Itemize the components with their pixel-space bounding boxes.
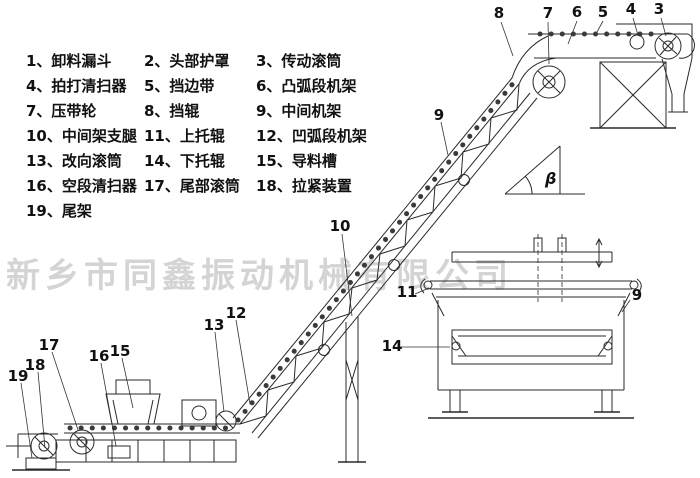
angle-indicator: β xyxy=(504,145,585,195)
head-frame xyxy=(590,61,676,129)
legend-item: 11、上托辊 xyxy=(144,127,225,145)
legend-item: 7、压带轮 xyxy=(26,102,97,120)
callout-13: 13 xyxy=(204,316,225,334)
callout-17: 17 xyxy=(39,336,60,354)
support-leg xyxy=(338,317,366,463)
return-roller-icon xyxy=(318,344,330,356)
parts-legend: 1、卸料漏斗 2、头部护罩 3、传动滚筒 4、拍打清扫器 5、挡边带 6、凸弧段… xyxy=(26,50,390,222)
callout-12: 12 xyxy=(226,304,247,322)
legend-item: 10、中间架支腿 xyxy=(26,127,137,145)
head-section xyxy=(511,23,695,129)
head-guard-outline xyxy=(616,23,693,58)
beater-cleaner-icon xyxy=(629,34,645,50)
return-roller-icon xyxy=(458,174,470,186)
callout-9-section: 9 xyxy=(632,286,642,304)
legend-item: 2、头部护罩 xyxy=(144,52,230,70)
legend-item: 13、改向滚筒 xyxy=(26,152,122,170)
upper-idler-left xyxy=(423,280,433,290)
incline-conveyor xyxy=(232,77,538,463)
empty-section-cleaner xyxy=(107,445,131,459)
callout-18: 18 xyxy=(25,356,46,374)
lower-idler-band xyxy=(451,329,613,365)
callout-7: 7 xyxy=(543,4,553,22)
sidewall-belt-beads xyxy=(235,78,518,423)
callout-19: 19 xyxy=(8,367,29,385)
legend-item: 16、空段清扫器 xyxy=(26,177,137,195)
legend-item: 4、拍打清扫器 xyxy=(26,77,127,95)
callout-15: 15 xyxy=(110,342,131,360)
tail-drum-icon xyxy=(69,429,95,455)
legend-item: 19、尾架 xyxy=(26,202,92,220)
callout-5: 5 xyxy=(598,3,608,21)
return-roller-icon xyxy=(388,259,400,271)
leader-lines xyxy=(20,17,667,459)
legend-item: 1、卸料漏斗 xyxy=(26,52,112,70)
callout-6: 6 xyxy=(572,3,582,21)
callout-4: 4 xyxy=(626,0,636,18)
legend-item: 6、凸弧段机架 xyxy=(256,77,357,95)
bend-drum xyxy=(215,410,237,432)
beta-angle-label: β xyxy=(544,169,556,188)
legend-item: 3、传动滚筒 xyxy=(256,52,342,70)
callout-11: 11 xyxy=(397,283,418,301)
legend-item: 8、挡辊 xyxy=(144,102,200,120)
upper-idler-right xyxy=(629,280,639,290)
truss-bracing xyxy=(239,83,520,425)
legend-item: 9、中间机架 xyxy=(256,102,342,120)
callout-16: 16 xyxy=(89,347,110,365)
legend-item: 18、拉紧装置 xyxy=(256,177,352,195)
guide-chute xyxy=(105,379,161,425)
tail-section xyxy=(6,379,240,471)
legend-item: 12、凹弧段机架 xyxy=(256,127,367,145)
cleaner-drive xyxy=(181,399,217,427)
tensioning-device xyxy=(6,432,70,471)
callout-9-incline: 9 xyxy=(434,106,444,124)
cross-section-view xyxy=(420,234,642,419)
callout-8: 8 xyxy=(494,4,504,22)
press-wheel-icon xyxy=(532,65,566,99)
callout-14: 14 xyxy=(382,337,403,355)
callout-labels: 8 7 6 5 4 3 9 10 12 13 17 16 15 18 19 11… xyxy=(8,0,665,385)
drive-drum-icon xyxy=(654,32,682,60)
watermark-text: 新乡市同鑫振动机械有限公司 xyxy=(6,256,513,296)
callout-10: 10 xyxy=(330,217,351,235)
legend-item: 14、下托辊 xyxy=(144,152,225,170)
legend-item: 5、挡边带 xyxy=(144,77,215,95)
dimension-arrow xyxy=(595,237,603,269)
legend-item: 15、导料槽 xyxy=(256,152,337,170)
legend-item: 17、尾部滚筒 xyxy=(144,177,240,195)
callout-3: 3 xyxy=(654,0,664,18)
